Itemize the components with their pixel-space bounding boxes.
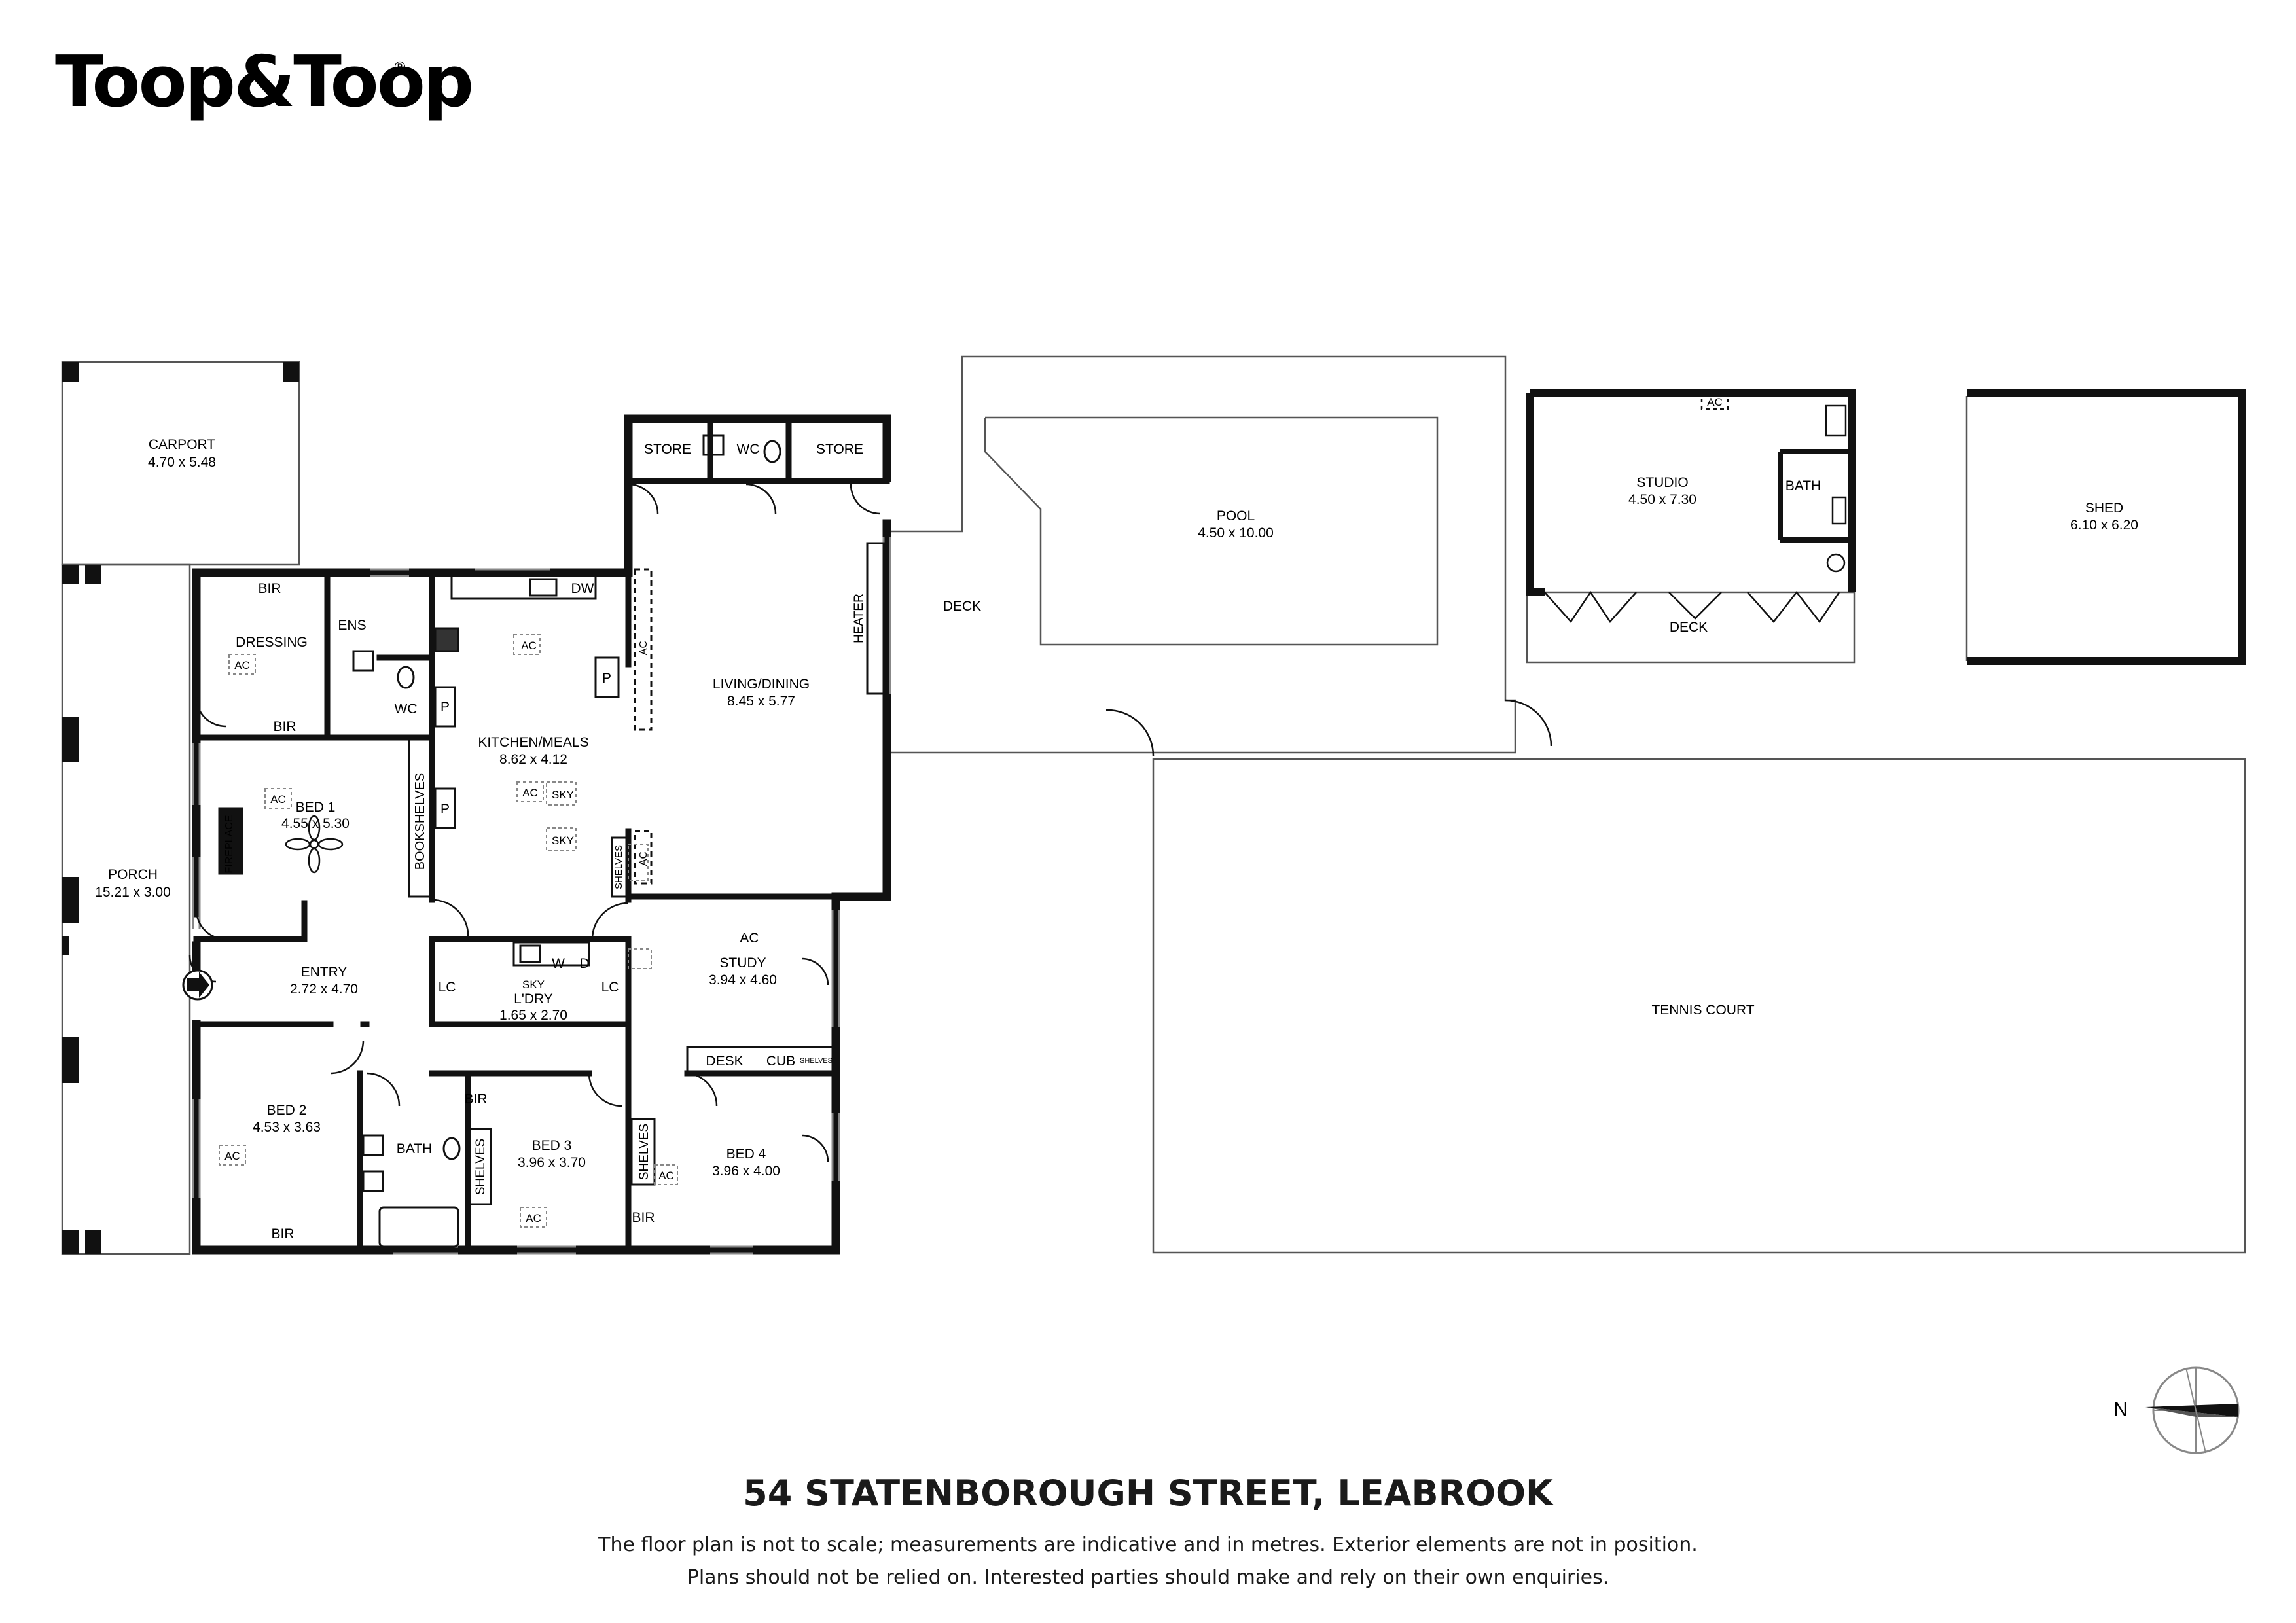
bed3-bir-label: BIR [464, 1092, 487, 1107]
exterior-walls [192, 414, 891, 1255]
ens-wc-label: WC [395, 702, 418, 717]
property-address: 54 STATENBOROUGH STREET, LEABROOK [743, 1472, 1554, 1514]
windows [192, 537, 891, 1255]
island-ac-label: AC [638, 641, 649, 655]
shed-size: 6.10 x 6.20 [2070, 518, 2138, 533]
fixtures [218, 434, 885, 1248]
outdoor-outlines [61, 355, 2246, 1255]
entry-arrow-icon [182, 969, 213, 1001]
washer-label: W [552, 956, 565, 971]
wc-top-label: WC [737, 442, 760, 457]
bed2-bir-label: BIR [271, 1226, 294, 1241]
studio-bath-label: BATH [1785, 478, 1821, 493]
study-shelves-label: SHELVES [800, 1057, 833, 1065]
bath-label: BATH [397, 1141, 432, 1156]
kitchen-size: 8.62 x 4.12 [499, 752, 567, 767]
brand-logo: Toop&Toop [55, 41, 472, 123]
tennis-court-label: TENNIS COURT [1651, 1003, 1754, 1018]
compass-north-label: N [2113, 1399, 2128, 1420]
pantry-label-3: P [602, 671, 611, 686]
study-label: STUDY [719, 955, 766, 971]
entry-label: ENTRY [301, 965, 348, 980]
posts [62, 362, 299, 1254]
kitchen-ac3-label: AC [638, 851, 649, 866]
porch-size: 15.21 x 3.00 [95, 885, 171, 900]
ens-label: ENS [338, 618, 366, 633]
studio-fixtures [1544, 395, 1847, 624]
kitchen-ac-label: AC [521, 639, 537, 652]
porch-label: PORCH [108, 867, 158, 882]
carport-label: CARPORT [149, 437, 215, 452]
brand-registered-mark: ® [393, 60, 407, 76]
interior-walls [193, 416, 890, 1253]
studio-size: 4.50 x 7.30 [1628, 492, 1696, 507]
disclaimer-line-2: Plans should not be relied on. Intereste… [687, 1566, 1609, 1589]
bed2-size: 4.53 x 3.63 [253, 1120, 321, 1135]
entry-size: 2.72 x 4.70 [290, 982, 358, 997]
door-swings [188, 483, 1552, 1162]
bed3-size: 3.96 x 3.70 [518, 1155, 586, 1170]
kitchen-label: KITCHEN/MEALS [478, 735, 588, 750]
bookshelves-label: BOOKSHELVES [413, 773, 427, 870]
store1-label: STORE [644, 442, 691, 457]
pantry-label-1: P [440, 700, 450, 715]
ac-unit-boxes [219, 634, 678, 1228]
living-label: LIVING/DINING [713, 677, 810, 692]
studio-deck-label: DECK [1670, 620, 1708, 635]
shelves-kitchen-label: SHELVES [613, 845, 624, 889]
laundry-label: L'DRY [514, 991, 553, 1007]
study-ac-label: AC [740, 931, 759, 946]
shed-walls [1967, 389, 2246, 665]
bed3-ac-label: AC [526, 1212, 541, 1224]
cub-label: CUB [766, 1054, 795, 1069]
dryer-label: D [579, 956, 589, 971]
bed4-ac-label: AC [658, 1169, 674, 1182]
bed1-ac-label: AC [270, 793, 286, 806]
deck-main-label: DECK [943, 599, 981, 614]
shed-label: SHED [2085, 501, 2123, 516]
lc-label-2: LC [601, 980, 619, 995]
bed2-ac-label: AC [224, 1150, 240, 1162]
kitchen-ac2-label: AC [522, 787, 538, 799]
laundry-size: 1.65 x 2.70 [499, 1008, 567, 1023]
bed4-shelves-label: SHELVES [637, 1124, 651, 1180]
study-size: 3.94 x 4.60 [709, 972, 777, 988]
bir-top-label: BIR [258, 581, 281, 596]
pool-label: POOL [1217, 508, 1255, 524]
dw-label: DW [571, 581, 594, 596]
carport-size: 4.70 x 5.48 [148, 455, 216, 470]
studio-ac-label: AC [1707, 396, 1723, 408]
fireplace-label: FIREPLACE [224, 815, 235, 874]
bed3-shelves-label: SHELVES [474, 1139, 488, 1195]
ac-label: AC [234, 659, 250, 671]
desk-label: DESK [706, 1054, 743, 1069]
bed3-label: BED 3 [532, 1138, 572, 1153]
ceiling-fan-icon [285, 815, 344, 874]
bir-dressing-label: BIR [273, 719, 296, 734]
dressing-label: DRESSING [236, 635, 308, 650]
sky-label-2: SKY [552, 834, 574, 847]
store2-label: STORE [816, 442, 863, 457]
bed4-bir-label: BIR [632, 1210, 655, 1225]
pool-size: 4.50 x 10.00 [1198, 526, 1274, 541]
bed4-size: 3.96 x 4.00 [712, 1164, 780, 1179]
disclaimer-line-1: The floor plan is not to scale; measurem… [598, 1533, 1698, 1556]
living-size: 8.45 x 5.77 [727, 694, 795, 709]
studio-label: STUDIO [1636, 475, 1688, 490]
lc-label-1: LC [439, 980, 456, 995]
bed4-label: BED 4 [726, 1147, 766, 1162]
pantry-label-2: P [440, 802, 450, 817]
sky-label-1: SKY [552, 789, 574, 801]
laundry-sky-label: SKY [522, 978, 545, 991]
heater-label: HEATER [852, 594, 866, 643]
studio-walls [1526, 389, 1856, 596]
bed2-label: BED 2 [267, 1103, 307, 1118]
room-labels: CARPORT 4.70 x 5.48 PORCH 15.21 x 3.00 B… [95, 396, 2138, 1241]
compass-icon [2145, 1366, 2240, 1454]
bed1-label: BED 1 [296, 800, 336, 815]
bed1-size: 4.55 x 5.30 [281, 816, 350, 831]
